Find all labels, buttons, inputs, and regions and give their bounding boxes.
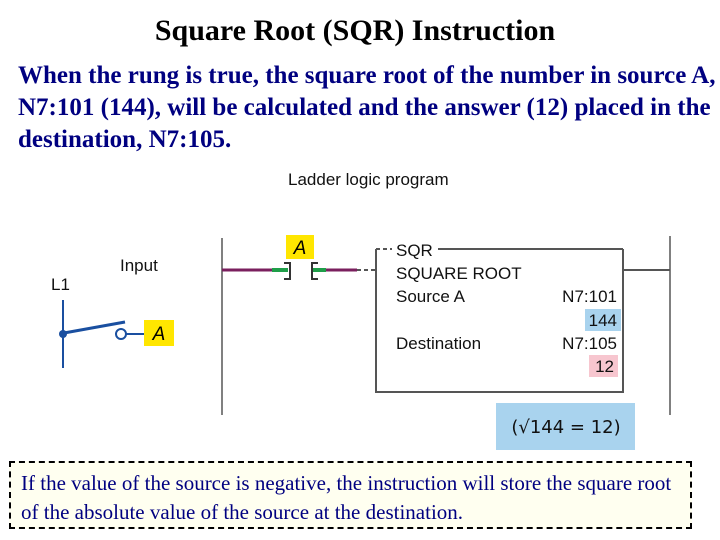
contact-left-bracket: [284, 262, 291, 280]
note-text: If the value of the source is negative, …: [21, 471, 672, 524]
page-title: Square Root (SQR) Instruction: [154, 14, 556, 47]
input-tag-box: [144, 320, 174, 346]
program-label: Ladder logic program: [288, 170, 449, 189]
contact-tag-box: [286, 235, 314, 259]
input-label: Input: [120, 256, 158, 275]
block-outline: [375, 249, 624, 393]
source-value-box: [585, 309, 621, 331]
contact-tag: A: [293, 238, 307, 259]
source-value: 144: [589, 311, 617, 330]
switch-blade: [63, 320, 126, 335]
dest-value-box: [589, 355, 618, 377]
formula-text: (√144 = 12): [511, 417, 620, 438]
source-address: N7:101: [562, 287, 617, 306]
description-text: When the rung is true, the square root o…: [18, 62, 716, 153]
input-tag: A: [152, 324, 166, 345]
block-name: SQUARE ROOT: [396, 264, 522, 283]
source-label: Source A: [396, 287, 466, 306]
contact-right-bracket: [311, 262, 318, 280]
formula-box: [496, 403, 635, 450]
dest-label: Destination: [396, 334, 481, 353]
block-header: SQR: [396, 241, 433, 260]
dest-value: 12: [595, 357, 614, 376]
line-label: L1: [51, 275, 70, 294]
switch-terminal-right: [115, 328, 127, 340]
note-box: If the value of the source is negative, …: [9, 461, 692, 529]
dest-address: N7:105: [562, 334, 617, 353]
